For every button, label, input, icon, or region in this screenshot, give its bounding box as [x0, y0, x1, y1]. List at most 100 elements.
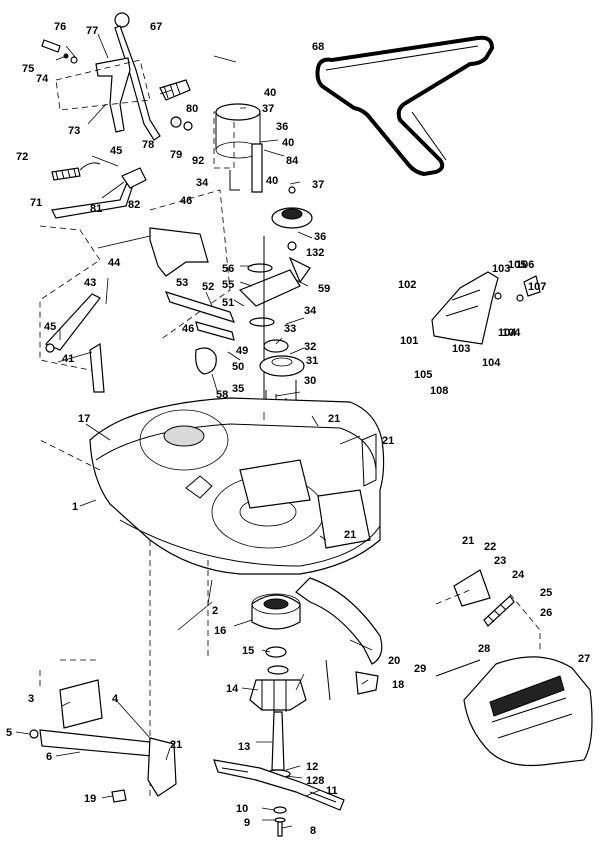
part-label: 4: [112, 693, 119, 705]
part-label: 21: [344, 529, 356, 541]
part-label: 3: [28, 693, 34, 705]
part-label: 84: [286, 155, 299, 167]
spindle-14: [249, 679, 307, 711]
part-label: 21: [382, 435, 394, 447]
part-label: 26: [540, 607, 552, 619]
part-label: 34: [304, 305, 317, 317]
part-label: 50: [232, 361, 244, 373]
part-label: 92: [192, 155, 204, 167]
part-label: 79: [170, 149, 182, 161]
part-label: 55: [222, 279, 234, 291]
part-label: 102: [398, 279, 416, 291]
part-label: 46: [180, 195, 192, 207]
belt-guard-44: [149, 227, 209, 277]
part-label: 35: [232, 383, 244, 395]
part-label: 12: [306, 761, 318, 773]
part-label: 72: [16, 151, 28, 163]
part-label: 73: [68, 125, 80, 137]
part-label: 77: [86, 25, 98, 37]
part-label: 5: [6, 727, 12, 739]
drive-belt-68: [315, 35, 495, 177]
part-label: 67: [150, 21, 162, 33]
part-label: 34: [196, 177, 209, 189]
upper-spindle-stack: [213, 103, 263, 193]
part-label: 105: [414, 369, 432, 381]
part-label: 68: [312, 41, 324, 53]
part-label: 11: [326, 785, 338, 797]
part-label: 108: [430, 385, 448, 397]
part-label: 45: [44, 321, 56, 333]
part-label: 105: [508, 259, 526, 271]
part-label: 128: [306, 775, 324, 787]
line-art: [15, 12, 593, 837]
part-labels: 76 77 67 75 74 68 40 37 73 80 36 40 78 7…: [6, 21, 590, 837]
part-label: 51: [222, 297, 234, 309]
part-label: 6: [46, 751, 52, 763]
idler-arm-59: [238, 269, 301, 307]
part-label: 43: [84, 277, 96, 289]
part-label: 104: [502, 327, 521, 339]
part-label: 20: [388, 655, 400, 667]
part-label: 53: [176, 277, 188, 289]
part-label: 107: [528, 281, 546, 293]
part-label: 21: [170, 739, 182, 751]
part-label: 81: [90, 203, 102, 215]
part-label: 36: [276, 121, 288, 133]
part-label: 36: [314, 231, 326, 243]
part-label: 28: [478, 643, 490, 655]
part-label: 30: [304, 375, 316, 387]
part-label: 14: [226, 683, 239, 695]
part-label: 25: [540, 587, 552, 599]
part-label: 46: [182, 323, 194, 335]
part-label: 103: [452, 343, 470, 355]
part-label: 33: [284, 323, 296, 335]
part-label: 13: [238, 741, 250, 753]
part-label: 23: [494, 555, 506, 567]
part-label: 21: [462, 535, 474, 547]
part-label: 106: [516, 259, 534, 271]
part-label: 103: [492, 263, 510, 275]
part-label: 18: [392, 679, 404, 691]
part-label: 80: [186, 103, 198, 115]
part-label: 32: [304, 341, 316, 353]
part-label: 22: [484, 541, 496, 553]
part-label: 45: [110, 145, 122, 157]
part-label: 132: [306, 247, 324, 259]
part-label: 58: [216, 389, 228, 401]
part-label: 17: [78, 413, 90, 425]
part-label: 16: [214, 625, 226, 637]
deflector-20: [295, 577, 383, 665]
part-label: 82: [128, 199, 140, 211]
part-label: 74: [36, 73, 49, 85]
part-label: 76: [54, 21, 66, 33]
part-label: 21: [328, 413, 340, 425]
part-label: 75: [22, 63, 34, 75]
part-label: 27: [578, 653, 590, 665]
part-label: 52: [202, 281, 214, 293]
part-label: 24: [512, 569, 525, 581]
part-label: 71: [30, 197, 42, 209]
lever-assembly: [41, 12, 193, 141]
part-label: 9: [244, 817, 250, 829]
spring-72: [51, 167, 81, 181]
part-label: 37: [312, 179, 324, 191]
part-label: 29: [414, 663, 426, 675]
discharge-chute-101: [431, 271, 499, 345]
part-label: 37: [262, 103, 274, 115]
part-label: 40: [264, 87, 276, 99]
part-label: 49: [236, 345, 248, 357]
part-label: 40: [282, 137, 294, 149]
belt-cover-27: [463, 656, 593, 767]
part-label: 31: [306, 355, 318, 367]
part-label: 44: [108, 257, 121, 269]
hanger-bracket-4: [147, 737, 177, 797]
part-label: 101: [400, 335, 418, 347]
mower-deck-1: [89, 397, 385, 575]
part-label: 56: [222, 263, 234, 275]
part-label: 8: [310, 825, 316, 837]
part-label: 15: [242, 645, 254, 657]
hanger-bracket-3: [59, 679, 103, 729]
part-label: 2: [212, 605, 218, 617]
part-label: 59: [318, 283, 330, 295]
part-label: 10: [236, 803, 248, 815]
